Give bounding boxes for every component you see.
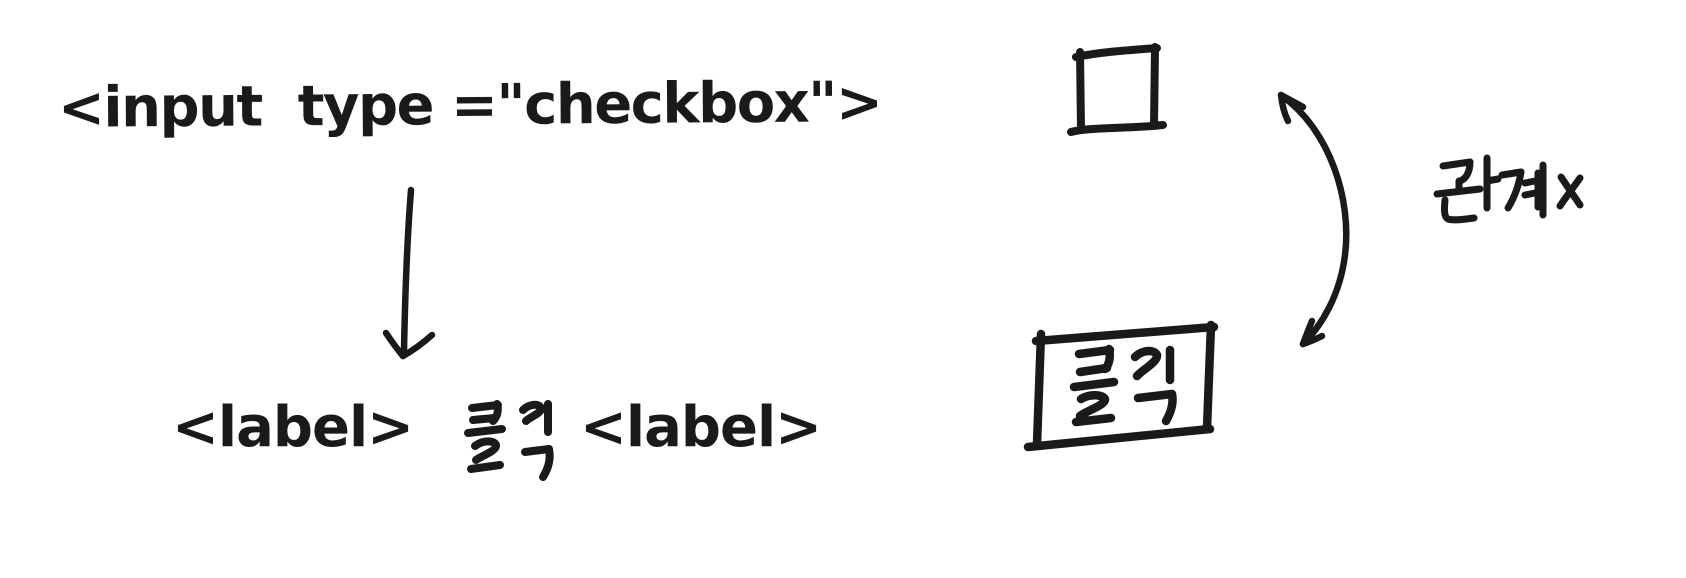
label-tag-code-close: <label>	[580, 395, 822, 460]
relation-arrow-icon	[1277, 91, 1350, 348]
label-tag-code-open: <label>	[172, 395, 414, 460]
label-korean-click-word	[464, 400, 554, 481]
click-button-box	[1023, 320, 1219, 452]
click-box-text	[1069, 344, 1177, 427]
input-tag-code: <input type ="checkbox">	[57, 70, 882, 141]
flow-down-arrow-icon	[382, 186, 436, 360]
checkbox-square-icon	[1067, 43, 1167, 136]
relation-note-text	[1433, 154, 1584, 224]
